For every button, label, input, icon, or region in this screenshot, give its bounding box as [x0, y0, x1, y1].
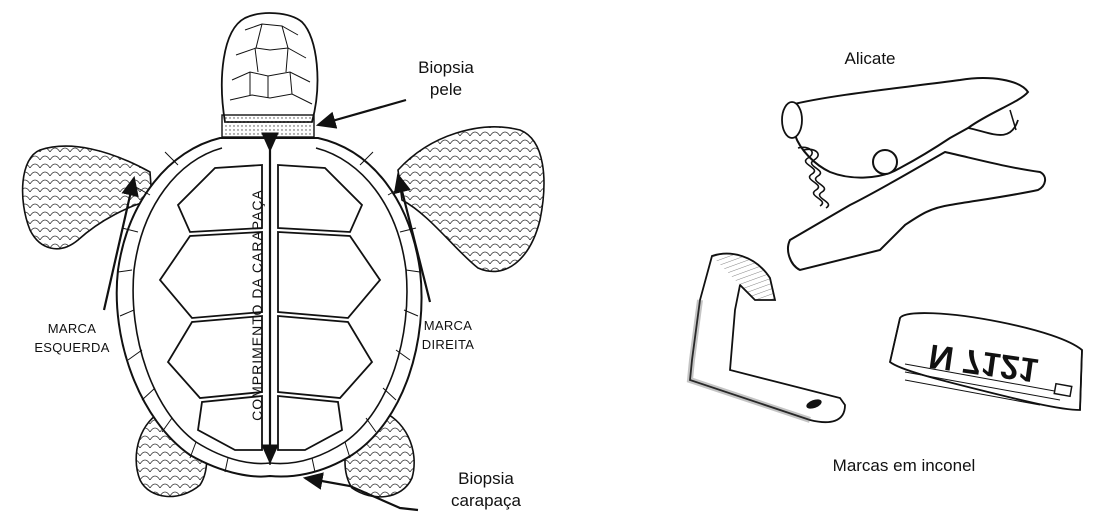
- neck-skin: [222, 115, 314, 137]
- carapace-length-label: COMPRIMENTO DA CARAPAÇA: [249, 189, 265, 421]
- right-tag-label-2: DIREITA: [422, 337, 474, 352]
- turtle-illustration: COMPRIMENTO DA CARAPAÇA: [23, 13, 544, 510]
- tag-illustration: N 7121: [690, 254, 1082, 423]
- carapace-biopsy-label-1: Biopsia: [458, 469, 514, 488]
- left-tag-label-1: MARCA: [48, 321, 96, 336]
- left-tag-label-2: ESQUERDA: [34, 340, 109, 355]
- right-front-flipper: [398, 127, 544, 271]
- tags-label: Marcas em inconel: [833, 456, 976, 475]
- skin-biopsy-arrow: [318, 100, 406, 125]
- pliers-label: Alicate: [844, 49, 895, 68]
- skin-biopsy-label-2: pele: [430, 80, 462, 99]
- skin-biopsy-label-1: Biopsia: [418, 58, 474, 77]
- pliers-illustration: [782, 78, 1045, 270]
- turtle-head: [222, 13, 318, 122]
- right-tag-label-1: MARCA: [424, 318, 472, 333]
- carapace-biopsy-label-2: carapaça: [451, 491, 521, 510]
